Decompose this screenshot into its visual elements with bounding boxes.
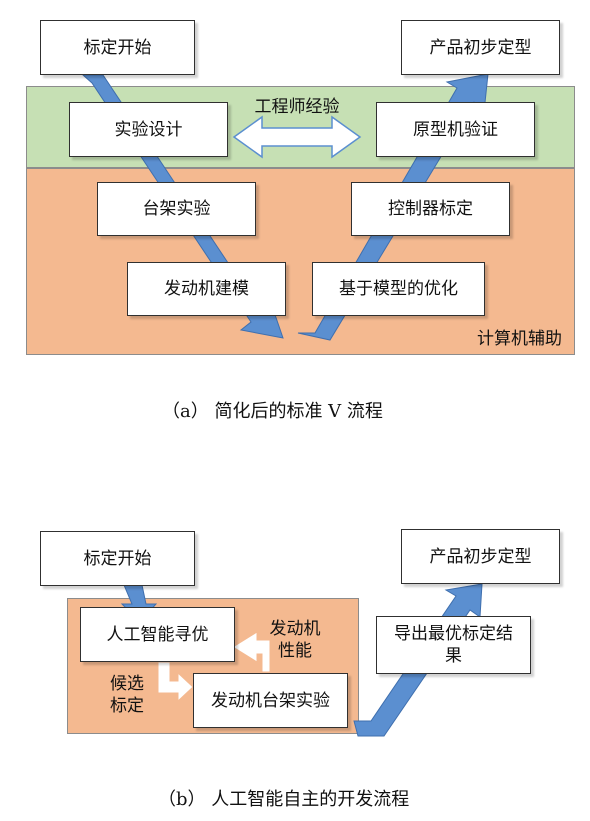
a-start-label: 标定开始 [83, 37, 152, 58]
b-start-label: 标定开始 [83, 548, 152, 569]
bench-test-label: 台架实验 [142, 199, 211, 219]
caption-a: （a） 简化后的标准 V 流程 [162, 401, 383, 422]
export-result-box: 导出最优标定结果 [376, 616, 531, 674]
engine-bench-test-box: 发动机台架实验 [193, 673, 348, 728]
b-end-label: 产品初步定型 [429, 546, 532, 567]
engineer-experience-label: 工程师经验 [254, 97, 340, 117]
experiment-design-label: 实验设计 [114, 119, 183, 140]
computer-aided-label: 计算机辅助 [477, 329, 562, 349]
a-end-label: 产品初步定型 [429, 37, 532, 58]
controller-calibration-label: 控制器标定 [388, 199, 473, 219]
engine-bench-test-label: 发动机台架实验 [211, 690, 330, 711]
a-end-box: 产品初步定型 [401, 20, 560, 75]
experience-double-arrow [232, 115, 362, 159]
engine-modeling-label: 发动机建模 [164, 279, 249, 299]
b-start-box: 标定开始 [40, 531, 195, 586]
performance-label: 发动机 性能 [262, 618, 328, 662]
candidate-label: 候选 标定 [98, 673, 156, 717]
controller-calibration-box: 控制器标定 [351, 182, 510, 236]
experiment-design-box: 实验设计 [69, 102, 228, 157]
a-start-box: 标定开始 [40, 20, 195, 75]
caption-b: （b） 人工智能自主的开发流程 [158, 789, 410, 810]
export-result-label: 导出最优标定结果 [394, 624, 513, 666]
model-based-optimization-label: 基于模型的优化 [339, 279, 458, 299]
performance-label-line2: 性能 [278, 641, 312, 661]
model-based-optimization-box: 基于模型的优化 [312, 262, 485, 316]
candidate-label-line1: 候选 [110, 674, 144, 694]
candidate-label-line2: 标定 [110, 696, 144, 716]
ai-optimization-label: 人工智能寻优 [106, 624, 209, 645]
performance-arrow [232, 631, 271, 673]
candidate-arrow [157, 661, 194, 703]
ai-optimization-box: 人工智能寻优 [80, 607, 235, 662]
engine-modeling-box: 发动机建模 [127, 262, 286, 316]
b-end-box: 产品初步定型 [401, 529, 560, 584]
prototype-validation-box: 原型机验证 [376, 102, 535, 157]
prototype-validation-label: 原型机验证 [413, 119, 498, 140]
performance-label-line1: 发动机 [269, 619, 321, 639]
bench-test-box: 台架实验 [97, 182, 256, 236]
